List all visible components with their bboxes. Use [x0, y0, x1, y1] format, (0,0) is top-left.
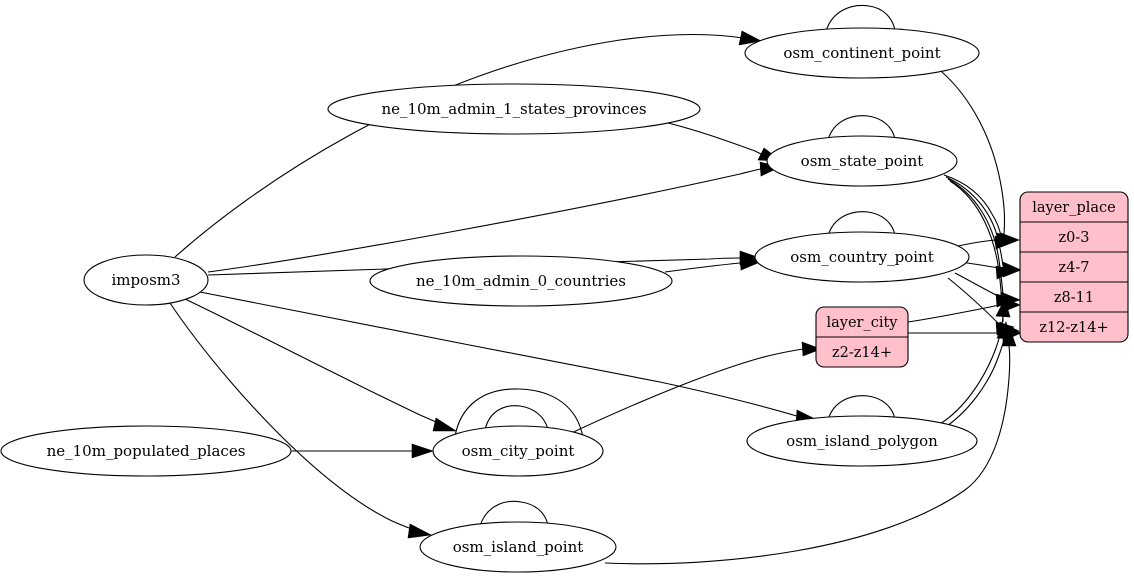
node-label-ne_10m_populated_places: ne_10m_populated_places [47, 442, 246, 460]
node-label-osm_continent_point: osm_continent_point [783, 44, 940, 62]
record-layer: layer_place z0-3 z4-7 z8-11 z12-z14+ lay… [815, 191, 1129, 368]
node-label-imposm3: imposm3 [111, 271, 180, 289]
edge-osm_city_point-to-layer_city[interactable] [564, 341, 822, 437]
edge-imposm3-to-osm_city_point[interactable] [184, 298, 458, 432]
node-osm_city_point[interactable]: osm_city_point [432, 425, 604, 477]
record-row-layer_place-z0-3[interactable]: z0-3 [1059, 230, 1090, 246]
edge-osm_island_polygon-to-layer_place-z12-z14[interactable] [943, 321, 1012, 429]
record-row-layer_place-z12-z14[interactable]: z12-z14+ [1039, 320, 1108, 336]
record-row-layer_place-z4-7[interactable]: z4-7 [1059, 260, 1090, 276]
record-title-layer_place: layer_place [1032, 200, 1116, 216]
edge-imposm3-to-osm_island_polygon[interactable] [199, 291, 821, 425]
node-osm_island_point[interactable]: osm_island_point [419, 521, 617, 573]
edge-imposm3-to-osm_island_point[interactable] [169, 302, 432, 539]
node-osm_island_polygon[interactable]: osm_island_polygon [746, 415, 978, 467]
edge-imposm3-to-osm_state_point[interactable] [207, 161, 781, 273]
edge-osm_island_polygon-to-layer_place-z8-11[interactable] [939, 298, 1011, 425]
node-osm_country_point[interactable]: osm_country_point [754, 231, 970, 283]
node-label-osm_country_point: osm_country_point [790, 248, 934, 266]
node-ne_10m_admin_1_states_provinces[interactable]: ne_10m_admin_1_states_provinces [327, 83, 701, 135]
record-layer_place[interactable]: layer_place z0-3 z4-7 z8-11 z12-z14+ [1019, 191, 1129, 343]
node-osm_continent_point[interactable]: osm_continent_point [744, 27, 980, 79]
edge-arc-osm_city_point-outer [454, 388, 584, 439]
node-label-ne_10m_admin_0_countries: ne_10m_admin_0_countries [416, 272, 626, 290]
node-label-osm_state_point: osm_state_point [801, 152, 924, 170]
node-label-osm_city_point: osm_city_point [462, 442, 575, 460]
record-row-layer_city-z2-z14[interactable]: z2-z14+ [832, 345, 892, 361]
node-osm_state_point[interactable]: osm_state_point [766, 135, 958, 187]
edge-osm_country_point-to-layer_place-z4-7[interactable] [959, 261, 1022, 278]
record-row-layer_place-z8-11[interactable]: z8-11 [1054, 290, 1094, 306]
edge-ne_countries-to-osm_country_point[interactable] [664, 255, 761, 273]
node-layer: imposm3 ne_10m_admin_1_states_provinces … [0, 27, 980, 573]
edge-ne_states-to-osm_state_point[interactable] [667, 122, 782, 162]
edge-ne_populated-to-osm_city_point[interactable] [291, 443, 434, 459]
edge-imposm3-to-osm_continent_point[interactable] [174, 30, 762, 258]
node-imposm3[interactable]: imposm3 [83, 254, 209, 306]
record-title-layer_city: layer_city [826, 315, 898, 331]
node-ne_10m_populated_places[interactable]: ne_10m_populated_places [0, 425, 292, 477]
node-ne_10m_admin_0_countries[interactable]: ne_10m_admin_0_countries [369, 255, 673, 307]
node-label-ne_10m_admin_1_states_provinces: ne_10m_admin_1_states_provinces [381, 100, 646, 118]
edge-osm_country_point-to-layer_place-z0-3[interactable] [957, 232, 1020, 248]
record-layer_city[interactable]: layer_city z2-z14+ [815, 306, 909, 368]
edge-osm_island_point-to-layer_place-z12-z14[interactable] [604, 328, 1017, 565]
node-label-osm_island_point: osm_island_point [453, 538, 584, 556]
node-label-osm_island_polygon: osm_island_polygon [786, 432, 938, 450]
